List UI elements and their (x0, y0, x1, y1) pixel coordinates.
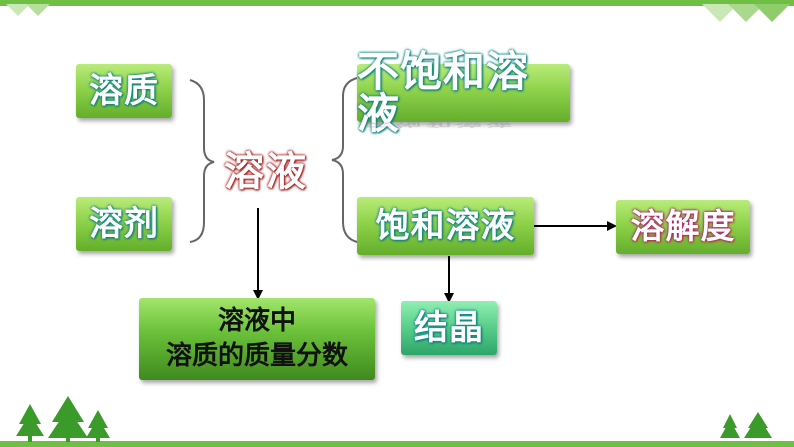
saturated-solution-box: 饱和溶液 (357, 197, 534, 255)
top-border-bar (0, 0, 794, 6)
bottom-left-tree-icon (16, 396, 110, 442)
solvent-box: 溶剂 (76, 197, 172, 251)
solute-box: 溶质 (76, 64, 172, 118)
mass-fraction-line2: 溶质的质量分数 (165, 341, 348, 371)
solubility-box: 溶解度 (616, 200, 750, 254)
unsaturated-solution-box: 不饱和溶液 (357, 51, 570, 135)
unsaturated-solution-label: 不饱和溶液 (357, 47, 530, 138)
mass-fraction-box: 溶液中 溶质的质量分数 (139, 298, 375, 380)
top-right-triangle-decor (702, 4, 790, 22)
solution-label: 溶液 (224, 149, 308, 195)
crystallization-label: 结晶 (414, 308, 484, 348)
solvent-label: 溶剂 (89, 204, 159, 244)
bottom-border-bar (0, 441, 794, 447)
top-left-triangle-decor (6, 4, 50, 16)
solute-label: 溶质 (89, 71, 159, 111)
bottom-right-tree-icon (720, 412, 772, 438)
unsaturated-solution-reflection: 不饱和溶液 (366, 117, 517, 128)
right-brace (331, 77, 358, 243)
solubility-label: 溶解度 (630, 207, 736, 247)
saturated-solution-label: 饱和溶液 (375, 206, 516, 246)
crystallization-box: 结晶 (401, 301, 497, 355)
left-brace (189, 79, 215, 243)
mass-fraction-line1: 溶液中 (217, 305, 296, 336)
